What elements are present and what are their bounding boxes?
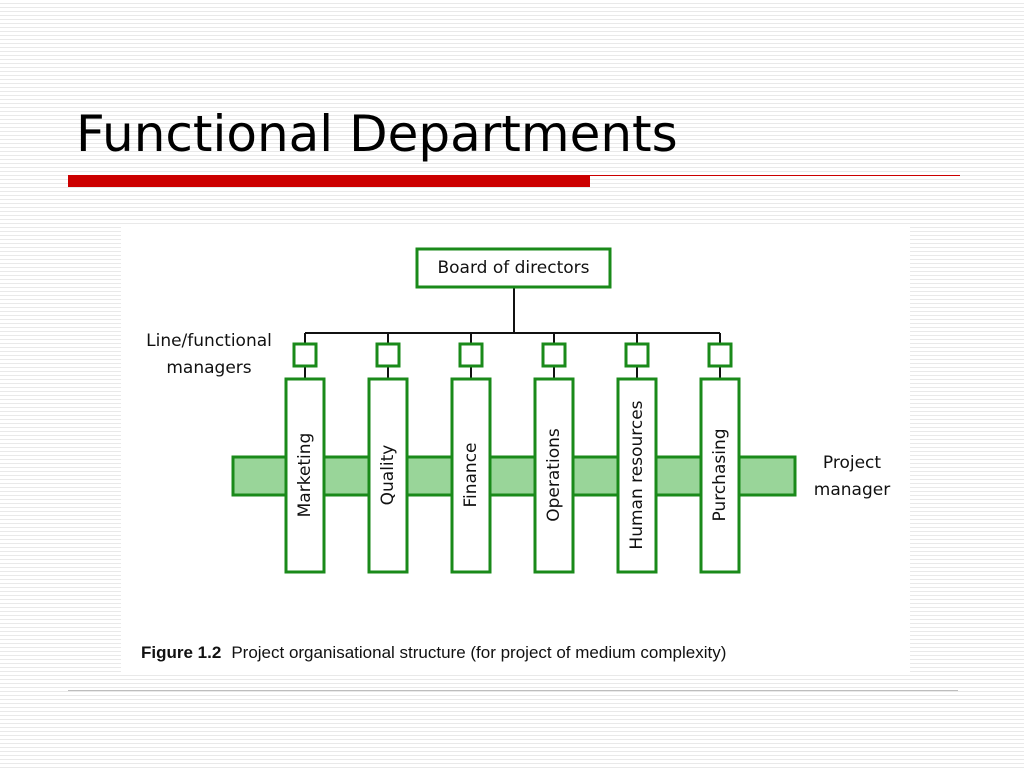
figure-number: Figure 1.2 [141, 643, 222, 662]
board-label: Board of directors [437, 258, 589, 278]
department-label: Purchasing [710, 428, 730, 521]
department-label: Marketing [295, 433, 315, 518]
slide-title: Functional Departments [76, 105, 678, 163]
line-functional-label-line1: Line/functional [146, 331, 272, 351]
project-manager-label-line1: Project [823, 453, 881, 473]
manager-box [707, 342, 733, 368]
department-column [616, 377, 658, 574]
department-column [284, 377, 326, 574]
manager-box [624, 342, 650, 368]
department-label: Human resources [627, 400, 647, 549]
footer-rule [68, 690, 958, 691]
manager-box [375, 342, 401, 368]
manager-box [292, 342, 318, 368]
org-chart-diagram: Board of directors Marketing Quality Finan… [146, 247, 890, 574]
manager-box [458, 342, 484, 368]
department-column [533, 377, 575, 574]
department-column [699, 377, 741, 574]
line-functional-label-line2: managers [166, 358, 251, 378]
department-label: Finance [461, 442, 481, 507]
project-manager-label: Project manager [814, 453, 890, 500]
org-structure-figure: Board of directors Marketing Quality Finan… [121, 225, 910, 672]
department-column [367, 377, 409, 574]
manager-box [541, 342, 567, 368]
board-box [415, 247, 612, 289]
project-manager-label-line2: manager [814, 480, 890, 500]
department-label: Quality [378, 445, 398, 506]
line-functional-label: Line/functional managers [146, 331, 272, 378]
department-label: Operations [544, 428, 564, 522]
department-column [450, 377, 492, 574]
figure-caption: Figure 1.2 Project organisational structu… [141, 643, 726, 663]
board-node: Board of directors [415, 247, 612, 289]
title-rule-line [590, 175, 960, 176]
title-accent-bar [68, 175, 590, 187]
figure-caption-text: Project organisational structure (for pr… [231, 643, 727, 662]
